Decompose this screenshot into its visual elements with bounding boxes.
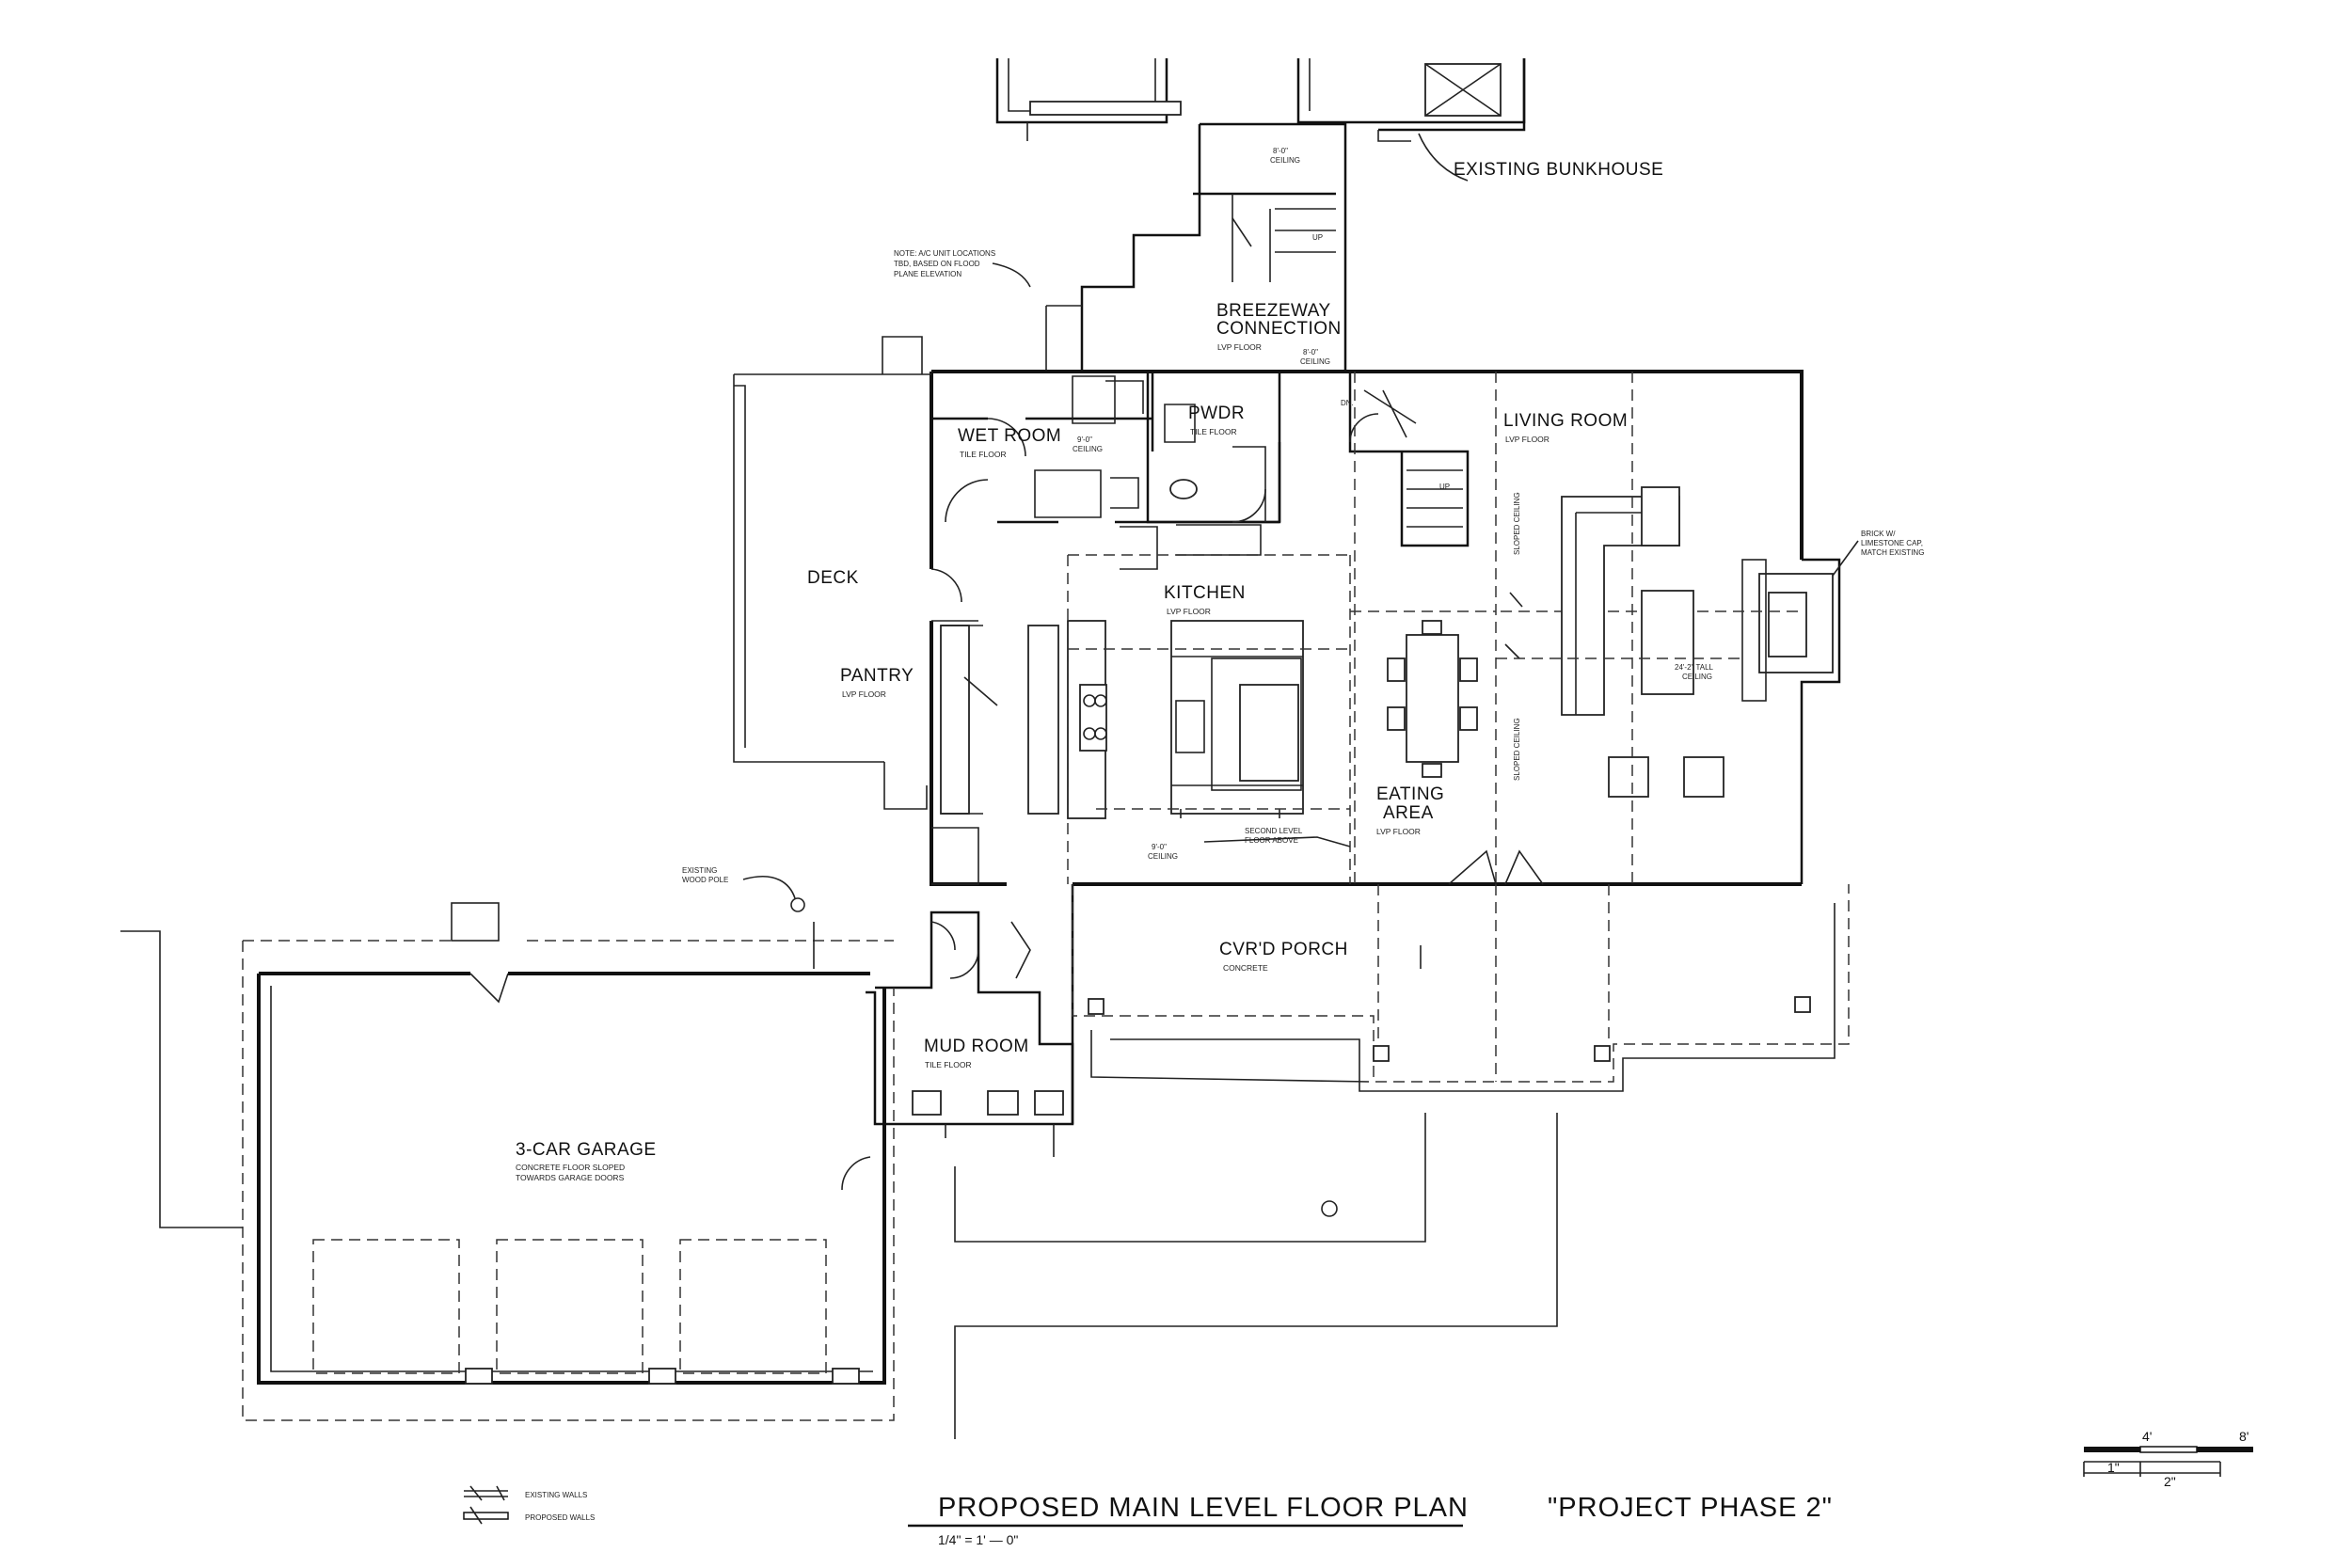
garage-walls: [120, 902, 895, 1421]
note-second-1: SECOND LEVEL: [1245, 827, 1303, 835]
covered-porch: [954, 884, 1850, 1439]
note-tall-a: 24'-2" TALL: [1675, 663, 1714, 672]
label-existing-bunkhouse-1: EXISTING BUNKHOUSE: [1454, 160, 1663, 180]
deck-outline: [733, 336, 978, 810]
wood-pole-marker: [790, 897, 805, 912]
note-second-2: FLOOR ABOVE: [1245, 836, 1298, 845]
note-ceil-9-a: 9'-0": [1077, 436, 1092, 444]
label-garage-note-2: TOWARDS GARAGE DOORS: [516, 1173, 625, 1182]
interior-walls: [931, 372, 1470, 570]
label-garage: 3-CAR GARAGE: [516, 1140, 657, 1160]
note-ceil-9k-a: 9'-0": [1152, 843, 1167, 851]
note-ceil-8c-b: CEILING: [1300, 357, 1330, 366]
label-pantry-floor: LVP FLOOR: [842, 689, 886, 699]
drawing-title: PROPOSED MAIN LEVEL FLOOR PLAN: [938, 1493, 1469, 1523]
main-house-walls: [866, 370, 1841, 1126]
note-pole-1: EXISTING: [682, 866, 717, 875]
note-pole-2: WOOD POLE: [682, 876, 728, 884]
eating-area: [1350, 372, 1802, 885]
legend-proposed-walls: PROPOSED WALLS: [525, 1513, 595, 1522]
label-garage-note-1: CONCRETE FLOOR SLOPED: [516, 1163, 625, 1172]
note-ceil-8-b: CEILING: [1270, 156, 1300, 165]
existing-bunkhouse-walls: [995, 58, 1526, 182]
wall-legend: EXISTING WALLS PROPOSED WALLS: [463, 1485, 595, 1525]
mud-room-walls: [875, 911, 1074, 1157]
note-ac-1: NOTE: A/C UNIT LOCATIONS: [894, 249, 995, 258]
note-brick-1: BRICK W/: [1861, 530, 1896, 538]
label-kitchen: KITCHEN: [1164, 583, 1246, 603]
note-sloped-b: SLOPED CEILING: [1513, 718, 1521, 781]
label-breezeway: BREEZEWAY: [1216, 301, 1331, 321]
label-living-floor: LVP FLOOR: [1505, 435, 1549, 444]
label-mud-room: MUD ROOM: [924, 1037, 1029, 1056]
kitchen-fixtures: [1067, 554, 1351, 884]
label-porch: CVR'D PORCH: [1219, 940, 1348, 959]
pantry-shelves: [931, 625, 1059, 885]
note-ceil-9k-b: CEILING: [1148, 852, 1178, 861]
label-pwdr-floor: TILE FLOOR: [1190, 427, 1237, 436]
note-ceil-8c-a: 8'-0": [1303, 348, 1318, 356]
title-block: PROPOSED MAIN LEVEL FLOOR PLAN 1/4" = 1'…: [908, 1493, 1833, 1547]
note-ac-3: PLANE ELEVATION: [894, 270, 961, 278]
label-mud-floor: TILE FLOOR: [925, 1060, 972, 1069]
note-sloped-a: SLOPED CEILING: [1513, 492, 1521, 555]
label-eating-floor: LVP FLOOR: [1376, 827, 1421, 836]
label-deck: DECK: [807, 568, 859, 588]
scale-2in: 2": [2164, 1474, 2176, 1489]
scale-8ft: 8': [2239, 1429, 2249, 1444]
project-phase: "PROJECT PHASE 2": [1548, 1493, 1833, 1523]
note-up-2: UP: [1439, 483, 1450, 491]
living-room-fixtures: [1354, 372, 1742, 884]
bar-scale: 4' 8' 1" 2": [2083, 1429, 2253, 1489]
note-brick-2: LIMESTONE CAP,: [1861, 539, 1923, 547]
note-ceil-8-a: 8'-0": [1273, 147, 1288, 155]
breezeway-walls: [1045, 122, 1347, 372]
note-up-1: UP: [1312, 233, 1323, 242]
legend-existing-walls: EXISTING WALLS: [525, 1491, 587, 1499]
label-kitchen-floor: LVP FLOOR: [1167, 607, 1211, 616]
scale-4ft: 4': [2142, 1429, 2152, 1444]
note-ceil-9-b: CEILING: [1073, 445, 1103, 453]
note-ac-2: TBD, BASED ON FLOOD: [894, 260, 980, 268]
label-porch-floor: CONCRETE: [1223, 963, 1268, 973]
label-wet-room-floor: TILE FLOOR: [960, 450, 1007, 459]
label-eating: EATING: [1376, 784, 1444, 804]
scale-1in: 1": [2107, 1460, 2120, 1475]
label-living-room: LIVING ROOM: [1503, 411, 1628, 431]
drawing-scale: 1/4" = 1' — 0": [938, 1532, 1018, 1547]
label-breezeway-floor: LVP FLOOR: [1217, 342, 1262, 352]
label-area: AREA: [1383, 803, 1434, 823]
note-brick-3: MATCH EXISTING: [1861, 548, 1924, 557]
note-tall-b: CEILING: [1682, 673, 1712, 681]
label-connection: CONNECTION: [1216, 319, 1342, 339]
label-wet-room: WET ROOM: [958, 426, 1061, 446]
label-pantry: PANTRY: [840, 666, 914, 686]
label-pwdr: PWDR: [1188, 404, 1245, 423]
note-dn: DN.: [1341, 399, 1354, 407]
